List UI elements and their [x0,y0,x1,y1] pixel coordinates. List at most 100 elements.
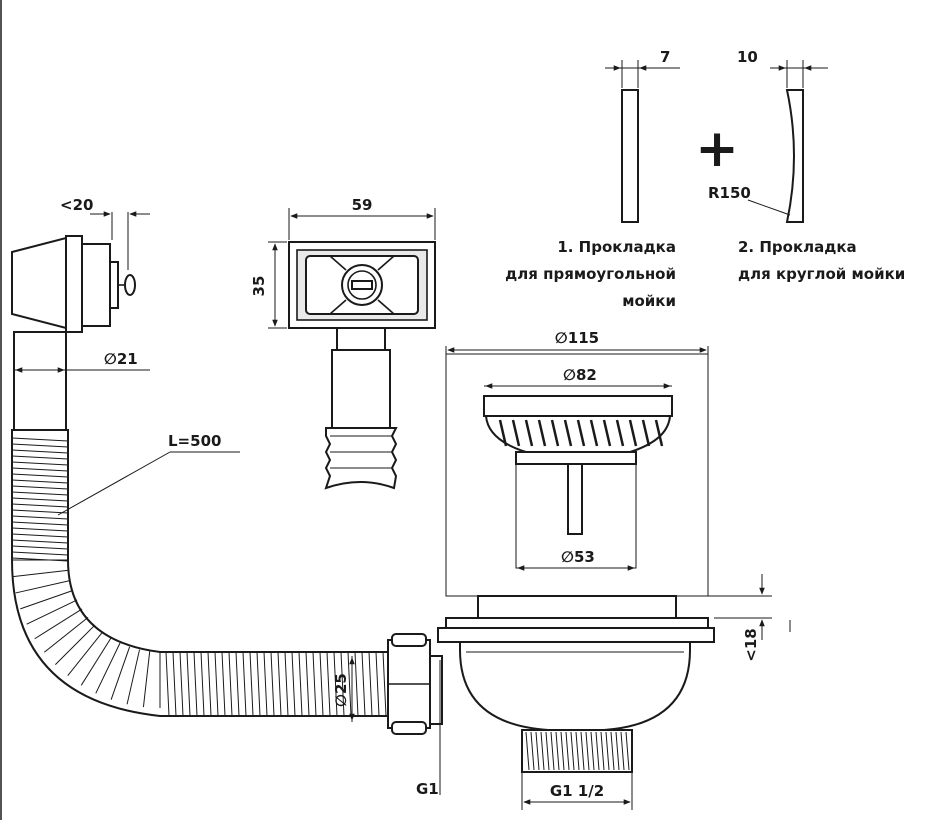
rib-line [312,651,317,717]
rib-line [11,527,69,532]
rib-line [11,503,69,508]
gasket2-caption-line1: 2. Прокладка [738,238,857,256]
rib-line [263,651,268,717]
rib-line [580,731,585,771]
rib-line [11,497,69,502]
rib-line [165,651,170,717]
rib-line [80,637,112,686]
rib-line [525,731,530,771]
rib-line [11,443,69,448]
rib-line [11,545,69,550]
rib-line [221,651,226,717]
hose-length-label: L=500 [168,432,221,450]
rib-line [620,731,625,771]
rib-line [11,509,69,514]
rib-line [319,651,324,717]
rib-line [291,651,296,717]
gasket2-thickness-label: 10 [737,48,758,66]
overflow-height-label: 35 [250,276,268,297]
rib-line [11,461,69,466]
rib-line [126,649,141,705]
rib-line [333,651,338,717]
rib-line [605,731,610,771]
rib-line [11,467,69,472]
rib-line [511,419,521,447]
rib-line [11,521,69,526]
outlet-thread-label: G1 [416,780,439,798]
rib-line [207,651,212,717]
overflow-pipe-diameter-label: ∅21 [104,350,138,368]
overflow-width-label: 59 [352,196,373,214]
rib-line [628,419,638,447]
gasket-1-caption: 1. Прокладка для прямоугольной мойки [505,238,676,310]
rib-line [498,419,508,447]
overflow-side-view: <20 ∅21 [11,196,150,431]
rib-line [11,485,69,490]
rib-line [54,624,96,666]
rib-line [270,651,275,717]
rib-line [298,651,303,717]
rib-line [550,419,560,447]
max-thickness-label: <18 [742,628,760,661]
rib-line [305,651,310,717]
gasket-1-rectangular: 7 [605,48,680,223]
rib-line [11,473,69,478]
rib-line [11,539,69,544]
basket-diameter-label: ∅82 [563,366,597,384]
rib-line [540,731,545,771]
rib-line [11,449,69,454]
rib-line [340,651,345,717]
rib-line [625,731,630,771]
rib-line [67,631,104,677]
rib-line [555,731,560,771]
rib-line [242,651,247,717]
rib-line [34,608,83,640]
basket-stem-diameter-label: ∅53 [561,548,595,566]
rib-line [361,651,366,717]
rib-line [228,651,233,717]
rib-line [654,419,664,447]
rib-line [235,651,240,717]
rib-line [249,651,254,717]
gasket-2-round: 10 R150 [708,48,828,223]
overflow-front-view: 59 35 [250,196,436,490]
rib-line [179,651,184,717]
rib-line [575,731,580,771]
plus-icon: + [695,119,739,179]
drain-body: ∅115 ∅82 ∅53 G1 1/2 <18 [437,329,791,810]
rib-line [193,651,198,717]
rib-line [11,455,69,460]
rib-line [256,651,261,717]
rib-line [142,651,151,708]
rib-line [347,651,352,717]
rib-line [590,731,595,771]
rib-line [354,651,359,717]
rib-line [43,616,89,653]
rib-line [186,651,191,717]
rib-line [615,419,625,447]
rib-line [524,419,534,447]
rib-line [382,651,387,717]
gasket-2-caption: 2. Прокладка для круглой мойки [738,238,905,283]
rib-line [15,579,71,594]
rib-line [585,731,590,771]
rib-line [200,651,205,717]
rib-line [537,419,547,447]
rib-line [570,731,575,771]
gasket1-caption-line1: 1. Прокладка [557,238,676,256]
gasket1-caption-line3: мойки [622,292,676,310]
rib-line [589,419,599,447]
rib-line [12,569,69,578]
rib-line [602,419,612,447]
rib-line [214,651,219,717]
gasket1-thickness-label: 7 [660,48,670,66]
rib-line [535,731,540,771]
rib-line [95,642,121,694]
rib-line [610,731,615,771]
rib-line [615,731,620,771]
rib-line [595,731,600,771]
rib-line [641,419,651,447]
hose-diameter-label: ∅25 [332,673,350,707]
gasket1-caption-line2: для прямоугольной [505,265,676,283]
